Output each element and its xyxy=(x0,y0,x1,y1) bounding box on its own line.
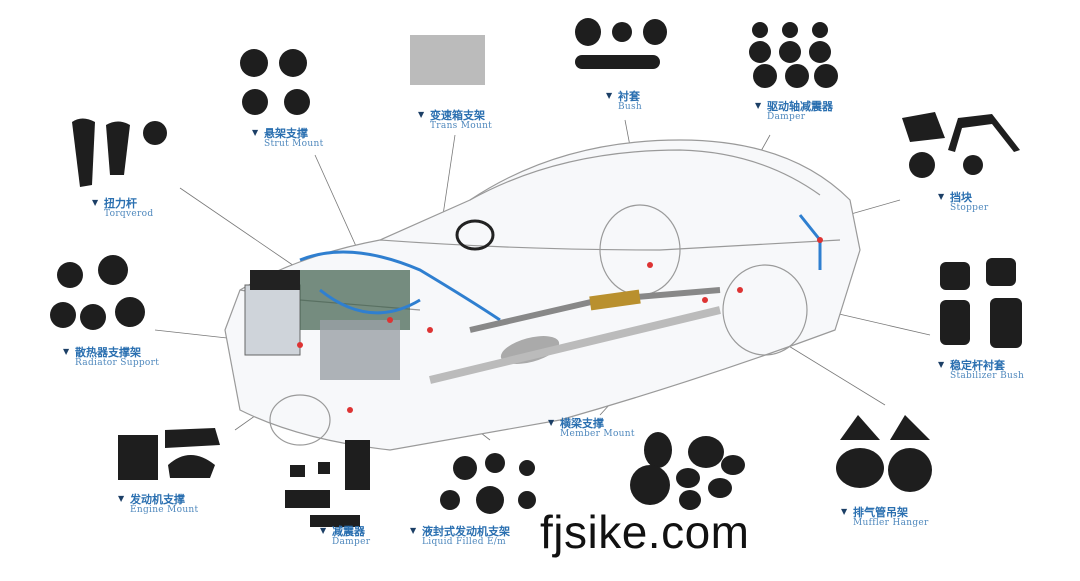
label-zh: 减震器 xyxy=(332,525,365,538)
label-en: Damper xyxy=(332,536,371,547)
label-en: Torqverod xyxy=(104,208,154,219)
steering-wheel xyxy=(455,219,495,251)
label-en: Bush xyxy=(618,101,643,112)
label-zh: 散热器支撑架 xyxy=(75,346,141,359)
label-zh: 发动机支撑 xyxy=(130,493,185,506)
label-zh: 变速箱支架 xyxy=(430,109,485,122)
exhaust-system xyxy=(429,287,721,384)
watermark: fjsike.com xyxy=(540,506,750,558)
label-zh: 悬架支撑 xyxy=(264,127,308,140)
label-en: Muffler Hanger xyxy=(853,517,929,528)
label-en: Damper xyxy=(767,111,806,122)
label-zh: 横梁支撑 xyxy=(560,417,604,430)
label-en: Stopper xyxy=(950,202,989,213)
label-zh: 挡块 xyxy=(950,191,972,204)
label-zh: 液封式发动机支架 xyxy=(422,525,510,538)
label-zh: 扭力杆 xyxy=(104,197,137,210)
label-en: Strut Mount xyxy=(264,138,324,149)
label-en: Engine Mount xyxy=(130,504,199,515)
part-photos xyxy=(50,18,1022,527)
label-en: Member Mount xyxy=(560,428,635,439)
label-zh: 稳定杆衬套 xyxy=(950,359,1005,372)
label-zh: 驱动轴减震器 xyxy=(767,100,833,113)
label-en: Liquid Filled E/m xyxy=(422,536,506,547)
label-zh: 排气管吊架 xyxy=(853,506,908,519)
label-en: Trans Mount xyxy=(430,120,493,131)
mount-points xyxy=(297,237,823,413)
label-en: Radiator Support xyxy=(75,357,160,368)
label-zh: 衬套 xyxy=(618,90,640,103)
label-en: Stabilizer Bush xyxy=(950,370,1025,381)
